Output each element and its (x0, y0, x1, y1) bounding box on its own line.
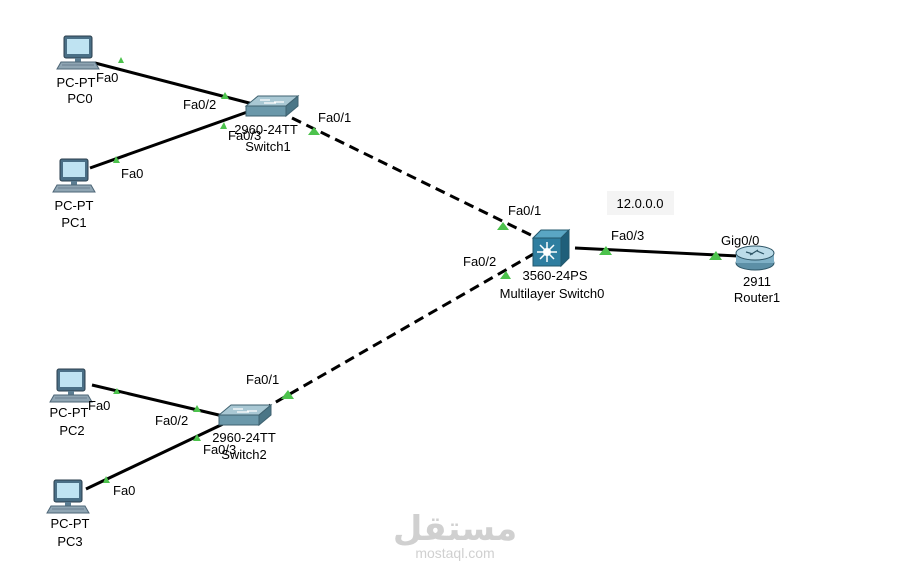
port-label-pc1-fa0: Fa0 (121, 166, 143, 181)
router1-model-label: 2911 (743, 274, 771, 289)
port-indicator (497, 222, 509, 230)
pc0-name-label: PC0 (67, 91, 92, 106)
port-indicator (709, 251, 722, 260)
pc2-icon[interactable] (49, 368, 93, 403)
switch1-name-label: Switch1 (245, 139, 291, 154)
port-label-sw2-fa0-1: Fa0/1 (246, 372, 279, 387)
port-label-mls-fa0-2: Fa0/2 (463, 254, 496, 269)
link-pc3-switch2[interactable] (85, 422, 224, 491)
port-label-sw1-fa0-1: Fa0/1 (318, 110, 351, 125)
port-indicator (103, 476, 110, 483)
port-indicator (193, 434, 201, 441)
link-mls0-router1[interactable] (574, 246, 739, 258)
pc2-name-label: PC2 (59, 423, 84, 438)
port-indicator (118, 57, 124, 63)
link-pc0-switch1[interactable] (94, 61, 254, 106)
pc3-icon[interactable] (46, 479, 90, 514)
pc0-model-label: PC-PT (57, 75, 96, 90)
multilayer-switch0-icon[interactable] (532, 229, 570, 267)
port-indicator (113, 156, 120, 163)
switch1-model-label: 2960-24TT (234, 122, 298, 137)
pc1-model-label: PC-PT (55, 198, 94, 213)
pc0-icon[interactable] (56, 35, 100, 70)
switch1-icon[interactable] (245, 95, 299, 117)
router1-name-label: Router1 (734, 290, 780, 305)
port-indicator (308, 127, 320, 135)
port-indicator (500, 271, 511, 279)
port-label-sw1-fa0-3: Fa0/3 (228, 128, 261, 143)
port-label-router-gig0-0: Gig0/0 (721, 233, 759, 248)
switch2-model-label: 2960-24TT (212, 430, 276, 445)
port-indicator (281, 390, 294, 399)
switch2-name-label: Switch2 (221, 447, 267, 462)
pc1-name-label: PC1 (61, 215, 86, 230)
pc3-name-label: PC3 (57, 534, 82, 549)
port-label-pc0-fa0: Fa0 (96, 70, 118, 85)
watermark-arabic: مستقل (393, 510, 517, 548)
switch2-icon[interactable] (218, 404, 272, 426)
link-pc2-switch2[interactable] (91, 383, 224, 418)
network-note[interactable]: 12.0.0.0 (607, 191, 674, 215)
trunk-switch2-mls0[interactable] (261, 250, 538, 412)
port-label-pc2-fa0: Fa0 (88, 398, 110, 413)
port-indicator (193, 405, 201, 412)
network-note-text: 12.0.0.0 (617, 196, 664, 211)
mls0-model-label: 3560-24PS (522, 268, 587, 283)
watermark-latin: mostaql.com (415, 545, 494, 561)
port-label-mls-fa0-3: Fa0/3 (611, 228, 644, 243)
port-indicator (221, 92, 229, 99)
port-indicator (113, 388, 120, 394)
watermark: مستقل mostaql.com (393, 510, 517, 561)
port-label-pc3-fa0: Fa0 (113, 483, 135, 498)
pc3-model-label: PC-PT (51, 516, 90, 531)
port-label-sw2-fa0-2: Fa0/2 (155, 413, 188, 428)
pc2-model-label: PC-PT (50, 405, 89, 420)
router1-icon[interactable] (735, 245, 775, 271)
port-indicator (599, 246, 612, 255)
port-indicator (220, 122, 227, 129)
pc1-icon[interactable] (52, 158, 96, 193)
port-label-mls-fa0-1: Fa0/1 (508, 203, 541, 218)
port-label-sw2-fa0-3: Fa0/3 (203, 442, 236, 457)
port-label-sw1-fa0-2: Fa0/2 (183, 97, 216, 112)
network-note-background (607, 191, 674, 215)
mls0-name-label: Multilayer Switch0 (500, 286, 605, 301)
trunk-switch1-mls0[interactable] (291, 116, 538, 240)
